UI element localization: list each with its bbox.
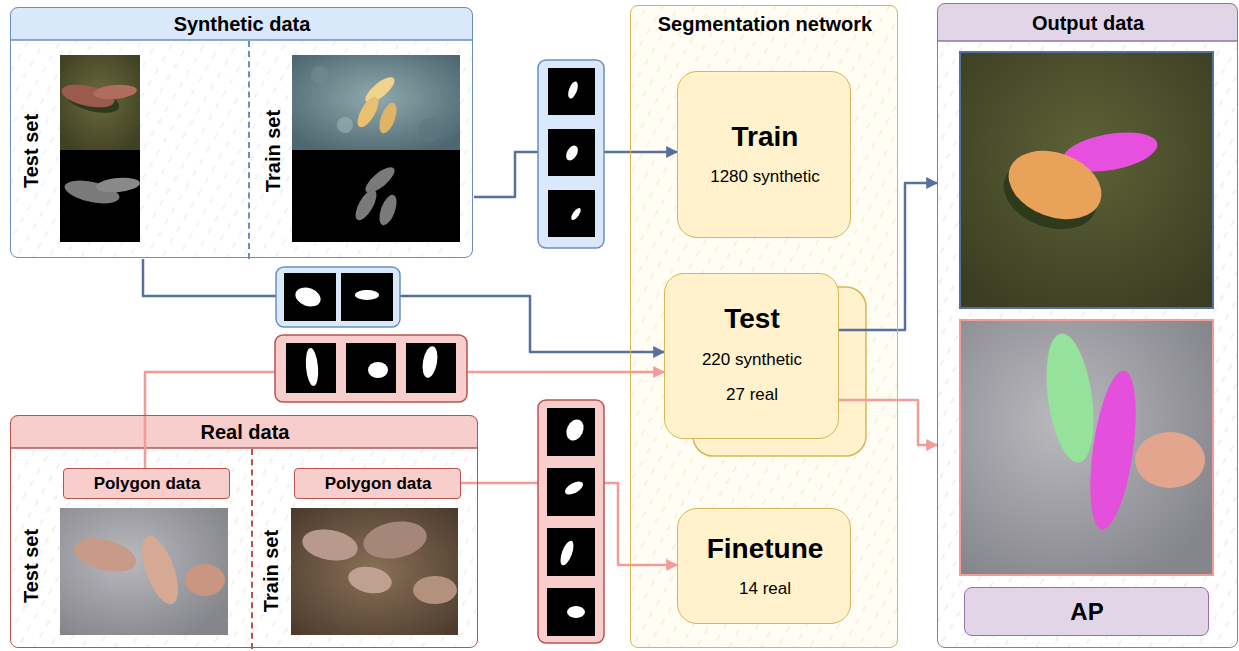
node-detail: 220 synthetic: [702, 350, 802, 370]
polygon-tag: Polygon data: [294, 468, 461, 499]
synthetic-train-image: [292, 55, 460, 242]
flow-arrow: [839, 183, 937, 330]
polygon-tag: Polygon data: [63, 468, 230, 499]
node-title: Synthetic data: [174, 13, 311, 36]
node-title: Train: [732, 121, 799, 153]
set-region: Test set: [11, 41, 248, 259]
real-train-image: [291, 508, 458, 635]
real-panel-fill: [10, 415, 478, 648]
node-detail: 14 real: [739, 579, 791, 599]
real-test-image: [60, 508, 228, 635]
real-test-mask-stack: [275, 335, 467, 402]
vertical-label: Train set: [262, 110, 285, 192]
process-box: Train 1280 synthetic: [677, 71, 851, 238]
node-title: Polygon data: [94, 474, 201, 494]
node-title: Real data: [201, 421, 290, 444]
output-panel: Output dataAP: [937, 3, 1238, 648]
synthetic-test-image: [60, 55, 141, 242]
node-title: Segmentation network: [658, 13, 872, 36]
set-region: Test set Polygon data: [11, 449, 251, 649]
node-title: Test: [724, 303, 780, 335]
vertical-label: Test set: [20, 114, 43, 188]
output-panel-fill: [937, 3, 1238, 648]
process-box: Finetune 14 real: [677, 508, 851, 624]
set-region: Train set Polygon data: [251, 449, 479, 649]
node-title: Finetune: [707, 533, 824, 565]
node-title: Polygon data: [325, 474, 432, 494]
node-title: Output data: [1032, 12, 1144, 35]
flow-arrow: [839, 400, 937, 445]
metric-box: AP: [964, 587, 1209, 636]
node-title: AP: [1070, 598, 1103, 626]
set-region: Train set: [248, 41, 474, 259]
output-real-image: [960, 320, 1213, 575]
finetune-mask-stack: [538, 400, 604, 643]
train-mask-stack: [538, 60, 604, 248]
node-detail: 27 real: [726, 385, 778, 405]
synthetic-panel-fill: [10, 7, 473, 258]
output-synthetic-image: [960, 52, 1213, 308]
segmentation-panel-fill: [630, 5, 898, 648]
data-panel: Synthetic dataTest set Train set: [10, 7, 473, 258]
process-box: Test 220 synthetic 27 real: [664, 273, 839, 439]
data-panel: Real dataTest set Polygon dataTrain set Po…: [10, 415, 478, 648]
vertical-label: Train set: [260, 530, 283, 612]
network-panel: Segmentation networkTrain1280 syntheticT…: [630, 5, 898, 648]
vertical-label: Test set: [20, 529, 43, 603]
synthetic-test-mask-stack: [276, 267, 400, 327]
node-detail: 1280 synthetic: [710, 167, 820, 187]
